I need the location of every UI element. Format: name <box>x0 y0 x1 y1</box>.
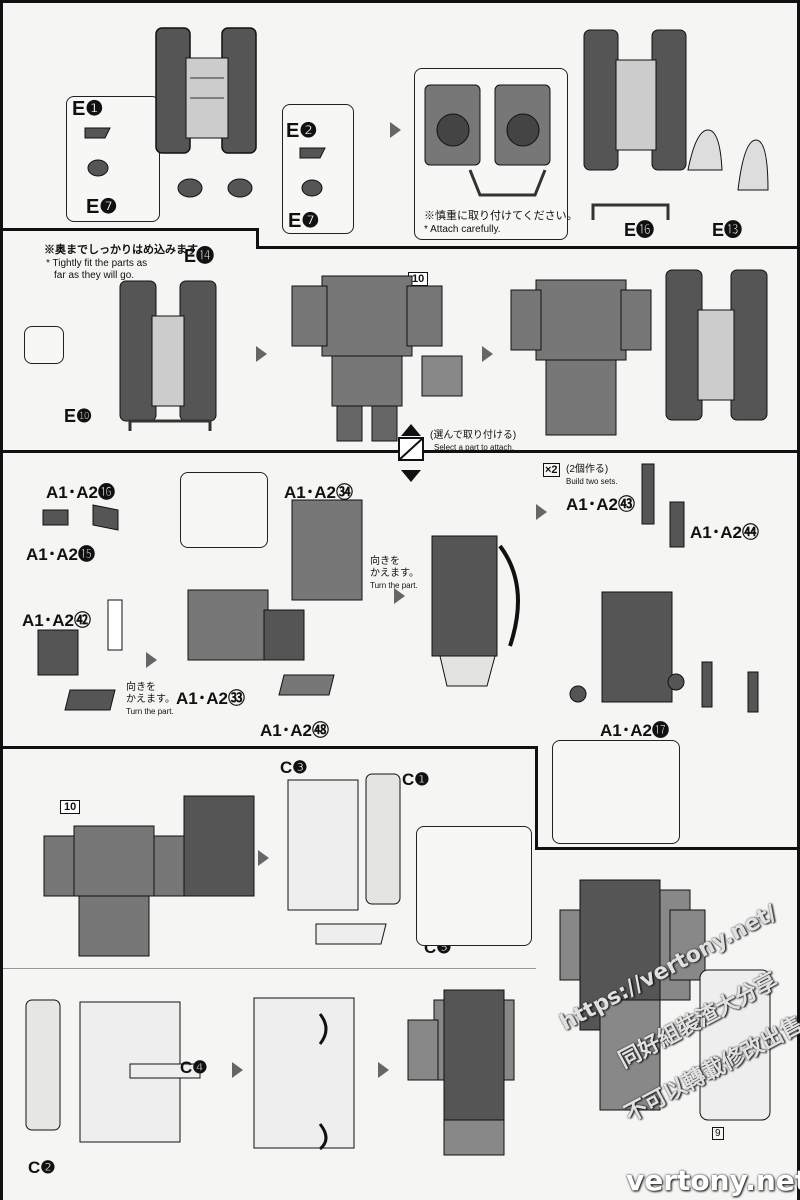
case-assembled-drawing <box>253 997 355 1151</box>
inset-thruster <box>552 740 680 844</box>
section-border <box>0 228 258 231</box>
next-step-arrow <box>378 1062 389 1078</box>
part-label-e14: E⓮ <box>184 246 215 266</box>
part-label-a17: A1･A2⓱ <box>600 721 669 740</box>
turn-note-en: Turn the part. <box>126 707 174 716</box>
part-label-a34: A1･A2㉞ <box>284 483 353 502</box>
turn-note2-jp: 向きを <box>370 556 400 567</box>
thruster-drawing <box>569 463 759 713</box>
part-label-c4: C❹ <box>180 1058 208 1077</box>
inset-detail <box>180 472 268 548</box>
build-note-en: Build two sets. <box>566 477 618 486</box>
turn-note2-jp2: かえます。 <box>370 568 419 579</box>
assembled-frame-drawing <box>431 535 520 687</box>
reference-step-number: 10 <box>60 800 81 814</box>
fit-note-en-1: * Tightly fit the parts as <box>46 258 148 269</box>
select-part-icon <box>398 424 424 482</box>
page-number-value: 9 <box>712 1127 724 1140</box>
part-label-a15: A1･A2⓯ <box>26 545 95 564</box>
frame-drawing <box>187 499 363 696</box>
part-label-e1: E❶ <box>72 98 104 120</box>
part-label-c1: C❶ <box>402 770 430 789</box>
next-step-arrow <box>146 652 157 668</box>
watermark-site: vertony.net <box>626 1164 800 1197</box>
part-label-a33: A1･A2㉝ <box>176 689 245 708</box>
part-label-a16: A1･A2⓰ <box>46 483 115 502</box>
select-note-jp: (選んで取り付ける) <box>430 430 517 441</box>
inset-stand <box>416 826 532 946</box>
part-label-e7: E❼ <box>86 196 118 218</box>
section-border <box>797 0 800 1200</box>
case-panel-drawing <box>25 999 201 1143</box>
next-step-arrow <box>536 504 547 520</box>
section-border <box>0 0 3 1200</box>
section-border <box>535 847 800 850</box>
part-label-e13: E⓭ <box>712 220 743 240</box>
attach-note-en: * Attach carefully. <box>424 224 501 235</box>
next-step-arrow <box>256 346 267 362</box>
grip-parts-drawing <box>84 127 326 198</box>
next-step-arrow <box>394 588 405 604</box>
inset-hint <box>24 326 64 364</box>
x2-badge: ×2 <box>543 463 560 477</box>
next-step-arrow <box>390 122 401 138</box>
section-border <box>256 228 259 248</box>
inset-e2-e7 <box>282 104 354 234</box>
inset-e1-e7 <box>66 96 160 222</box>
part-label-a48: A1･A2㊽ <box>260 721 329 740</box>
select-note-en: Select a part to attach. <box>434 443 515 452</box>
robot-back-drawing <box>291 275 463 442</box>
section-border <box>0 0 800 3</box>
grip-drawing <box>42 504 119 531</box>
x2-count: ×2 <box>543 463 560 477</box>
attach-note-jp: ※慎重に取り付けてください。 <box>424 210 578 222</box>
backpack-drawing <box>155 27 257 154</box>
section-border <box>0 746 536 749</box>
backpack-fin-drawing <box>583 29 769 220</box>
page-number: 9 <box>712 1127 724 1140</box>
part-label-c3: C❸ <box>280 758 308 777</box>
robot-on-stand-drawing <box>559 879 771 1121</box>
clip-drawing <box>37 599 123 711</box>
build-note-jp: (2個作る) <box>566 464 609 475</box>
part-label-e10: E❿ <box>64 406 93 426</box>
section-border <box>256 246 800 249</box>
next-step-arrow <box>482 346 493 362</box>
next-step-arrow <box>232 1062 243 1078</box>
robot-rear-drawing <box>43 795 255 957</box>
attach-closeup-drawing <box>424 84 551 197</box>
turn-note2-en: Turn the part. <box>370 581 418 590</box>
section-border <box>0 968 536 969</box>
turn-note-jp: 向きを <box>126 682 156 693</box>
next-step-arrow <box>258 850 269 866</box>
turn-note-jp2: かえます。 <box>126 694 175 705</box>
fit-note-jp: ※奥までしっかりはめ込みます。 <box>44 244 208 256</box>
part-label-a42: A1･A2㊷ <box>22 611 91 630</box>
part-label-e2: E❷ <box>286 120 318 142</box>
stand-case-drawing <box>287 773 401 945</box>
part-label-e7: E❼ <box>288 210 320 232</box>
part-label-e16: E⓰ <box>624 220 655 240</box>
robot-backpack-drawing <box>510 269 768 436</box>
section-border <box>535 746 538 848</box>
part-label-a44: A1･A2㊹ <box>690 523 759 542</box>
robot-fold-drawing <box>407 989 515 1156</box>
backpack-install-drawing <box>119 280 217 431</box>
fit-note-en-2: far as they will go. <box>54 270 135 281</box>
part-label-a43: A1･A2㊸ <box>566 495 635 514</box>
part-label-c2: C❷ <box>28 1158 56 1177</box>
